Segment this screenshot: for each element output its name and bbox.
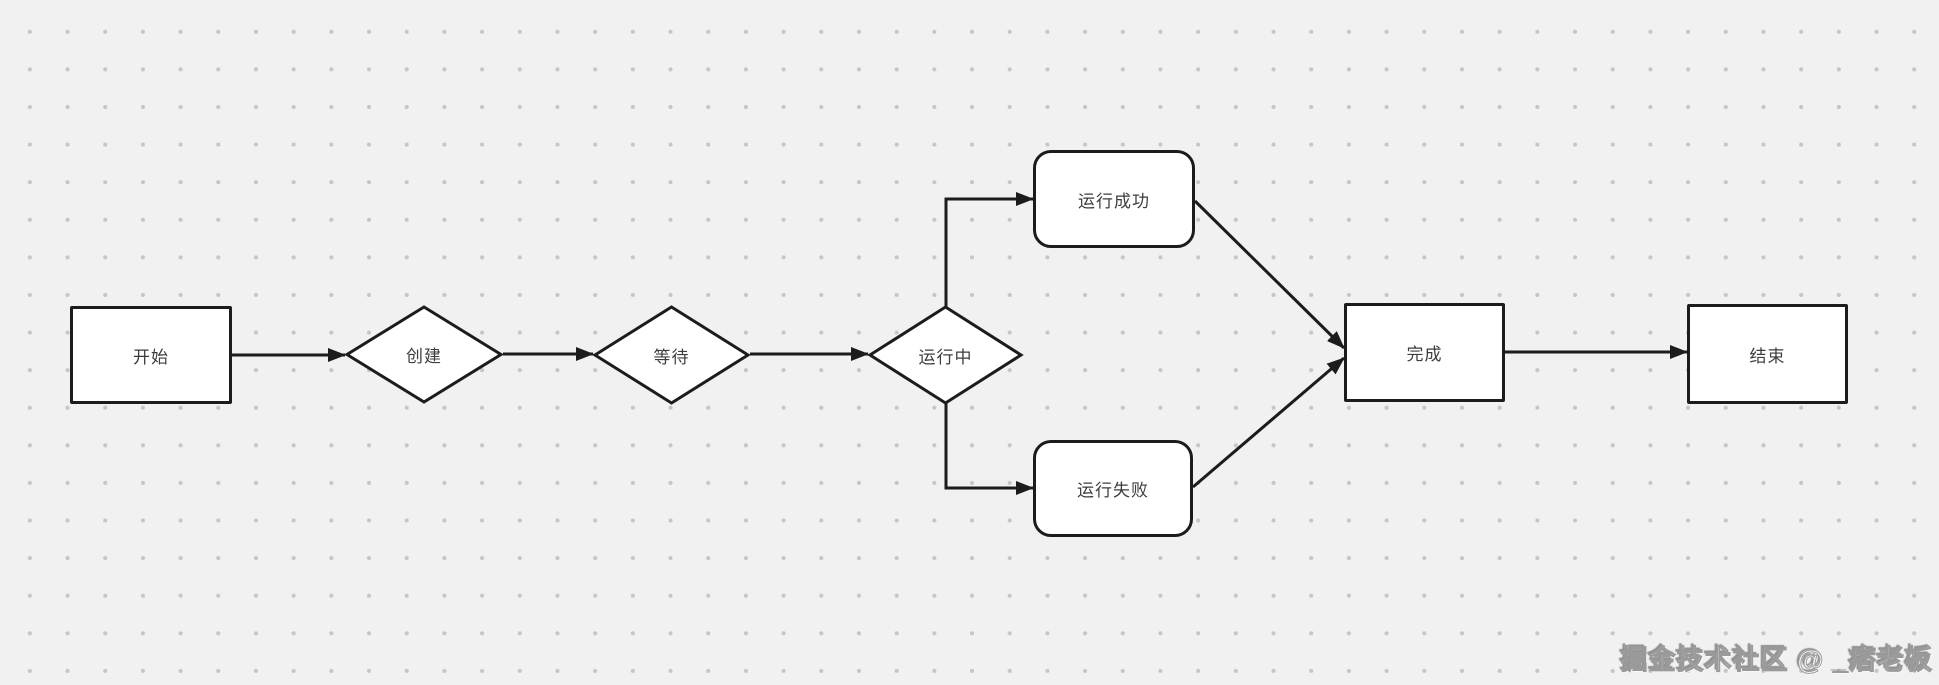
node-label: 运行成功: [1078, 191, 1150, 211]
node-end[interactable]: 结束: [1687, 304, 1848, 404]
edge-running-to-fail[interactable]: [944, 403, 1034, 495]
node-create[interactable]: 创建: [344, 305, 504, 404]
diamond-shape: [867, 305, 1024, 405]
node-success[interactable]: 运行成功: [1033, 150, 1195, 248]
node-running[interactable]: 运行中: [867, 305, 1024, 405]
node-done[interactable]: 完成: [1344, 303, 1505, 402]
node-label: 运行失败: [1077, 481, 1149, 500]
node-label: 等待: [653, 347, 690, 367]
edge-success-to-done[interactable]: [1193, 199, 1346, 350]
node-fail[interactable]: 运行失败: [1033, 440, 1193, 537]
watermark: 掘金技术社区 @ _痞老板: [1620, 645, 1933, 676]
node-label: 创建: [406, 347, 442, 366]
edge-fail-to-done[interactable]: [1192, 356, 1345, 489]
node-wait[interactable]: 等待: [592, 305, 751, 405]
edge-running-to-success[interactable]: [944, 192, 1034, 307]
diamond-shape: [592, 305, 751, 405]
node-label: 结束: [1749, 346, 1786, 366]
node-start[interactable]: 开始: [70, 306, 232, 404]
edges-group: [232, 192, 1688, 495]
diamond-shape: [344, 305, 504, 404]
node-label: 运行中: [918, 347, 973, 367]
node-label: 完成: [1406, 345, 1443, 364]
node-label: 开始: [133, 347, 169, 367]
